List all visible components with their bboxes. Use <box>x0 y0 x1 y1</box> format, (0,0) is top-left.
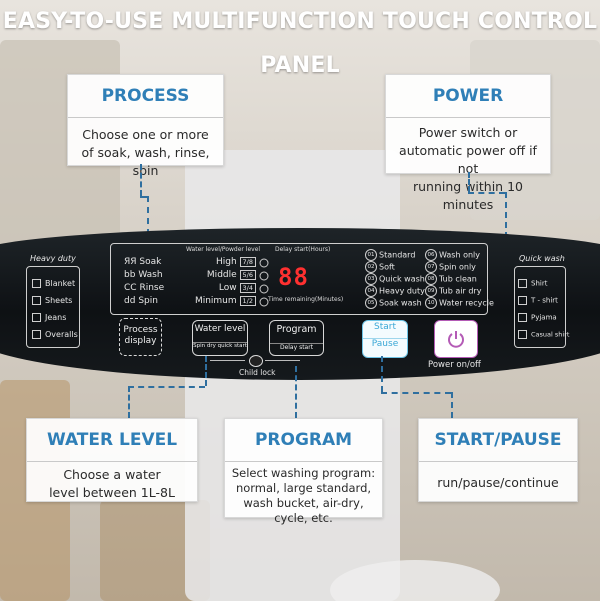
delay-start-label: Delay start(Hours) <box>275 246 331 253</box>
connector-program <box>295 366 297 418</box>
process-step-spin: dd Spin <box>124 296 158 306</box>
process-description: Choose one or more of soak, wash, rinse,… <box>81 127 210 178</box>
powder-level-icon <box>259 258 269 307</box>
quick-wash-item-pyjama: Pyjama <box>518 313 557 322</box>
heavy-duty-item-overalls: Overalls <box>32 330 78 339</box>
jeans-icon <box>32 313 41 322</box>
quick-wash-item-casual-shirt: Casual shirt <box>518 330 569 339</box>
process-heading: PROCESS <box>68 75 223 118</box>
program-description: Select washing program: normal, large st… <box>231 466 376 525</box>
casual-shirt-icon <box>518 330 527 339</box>
process-step-wash: bb Wash <box>124 270 163 280</box>
connector-water-level <box>205 356 207 386</box>
quick-wash-item-shirt: Shirt <box>518 279 547 288</box>
connector-power <box>468 192 505 194</box>
power-button[interactable] <box>434 320 478 358</box>
water-level-title: Water level/Powder level <box>186 246 261 253</box>
connector-start <box>451 392 453 418</box>
level-middle: Middle 5/6 <box>186 270 256 280</box>
connector-water-level <box>128 386 205 388</box>
shirt-icon <box>518 279 527 288</box>
start-pause-button[interactable]: Start Pause <box>362 320 408 358</box>
process-display-button[interactable]: Process display <box>119 318 162 356</box>
control-panel <box>0 228 600 380</box>
heavy-duty-label: Heavy duty <box>30 254 76 263</box>
connector-start <box>381 356 383 392</box>
overalls-icon <box>32 330 41 339</box>
tshirt-icon <box>518 296 527 305</box>
program-button[interactable]: Program Delay start <box>269 320 324 356</box>
child-lock-label: Child lock <box>239 368 276 377</box>
quick-wash-label: Quick wash <box>519 254 565 263</box>
connector-water-level <box>128 386 130 418</box>
pyjama-icon <box>518 313 527 322</box>
quick-wash-box <box>514 266 566 348</box>
water-level-card: WATER LEVEL Choose a water level between… <box>26 418 198 502</box>
page-title: EASY-TO-USE MULTIFUNCTION TOUCH CONTROL … <box>2 9 598 78</box>
child-lock-line <box>210 360 245 361</box>
water-level-button[interactable]: Water level Spin dry quick start <box>192 320 248 356</box>
power-description: Power switch or automatic power off if n… <box>399 125 537 212</box>
blanket-icon <box>32 279 41 288</box>
heavy-duty-item-sheets: Sheets <box>32 296 72 305</box>
time-remaining-label: Time remaining(Minutes) <box>268 296 344 303</box>
child-lock-icon <box>249 355 263 367</box>
process-step-rinse: CC Rinse <box>124 283 165 293</box>
level-high: High 7/8 <box>186 257 256 267</box>
heavy-duty-item-jeans: Jeans <box>32 313 66 322</box>
heavy-duty-box <box>26 266 80 348</box>
child-lock-line <box>265 360 300 361</box>
power-icon <box>448 331 464 348</box>
connector-process <box>140 164 142 196</box>
bg-basket <box>330 560 500 601</box>
level-low: Low 3/4 <box>186 283 256 293</box>
heavy-duty-item-blanket: Blanket <box>32 279 75 288</box>
program-card: PROGRAM Select washing program: normal, … <box>224 418 383 525</box>
quick-wash-item-tshirt: T - shirt <box>518 296 558 305</box>
water-level-description: Choose a water level between 1L-8L <box>49 467 175 500</box>
start-pause-card: START/PAUSE run/pause/continue <box>418 418 578 502</box>
start-pause-description: run/pause/continue <box>437 475 559 490</box>
connector-start <box>381 392 451 394</box>
connector-process <box>147 196 149 246</box>
led-display: 88 <box>278 263 309 291</box>
status-display-box <box>110 243 488 315</box>
program-heading: PROGRAM <box>225 419 382 462</box>
level-minimum: Minimum 1/2 <box>186 296 256 306</box>
power-card: POWER Power switch or automatic power of… <box>385 74 551 212</box>
power-heading: POWER <box>386 75 550 118</box>
connector-process <box>140 196 147 198</box>
sheets-icon <box>32 296 41 305</box>
water-level-heading: WATER LEVEL <box>27 419 197 462</box>
process-step-soak: ЯЯ Soak <box>124 257 162 267</box>
start-pause-heading: START/PAUSE <box>419 419 577 462</box>
power-label: Power on/off <box>428 360 481 370</box>
process-card: PROCESS Choose one or more of soak, wash… <box>67 74 224 178</box>
connector-power <box>468 172 470 192</box>
